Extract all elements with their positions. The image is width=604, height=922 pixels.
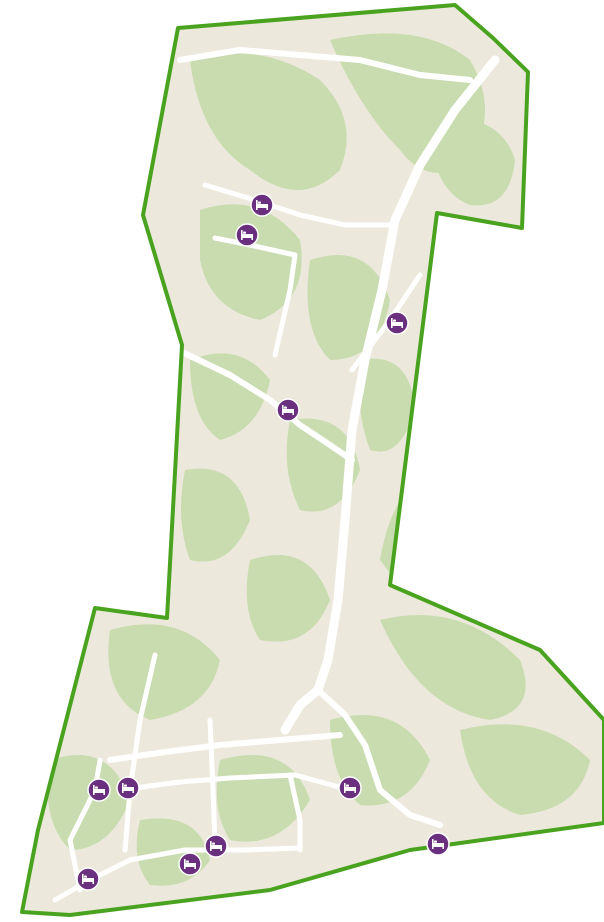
bed-icon[interactable] — [385, 311, 409, 335]
bed-icon[interactable] — [178, 852, 202, 876]
area-boundary — [20, 3, 604, 917]
bed-icon[interactable] — [338, 776, 362, 800]
bed-icon[interactable] — [426, 832, 450, 856]
road-layer — [52, 47, 500, 903]
bed-icon[interactable] — [116, 776, 140, 800]
bed-icon[interactable] — [204, 834, 228, 858]
bed-icon[interactable] — [87, 778, 111, 802]
bed-icon[interactable] — [250, 193, 274, 217]
bed-icon[interactable] — [235, 223, 259, 247]
bed-icon[interactable] — [76, 867, 100, 891]
bed-icon[interactable] — [276, 398, 300, 422]
